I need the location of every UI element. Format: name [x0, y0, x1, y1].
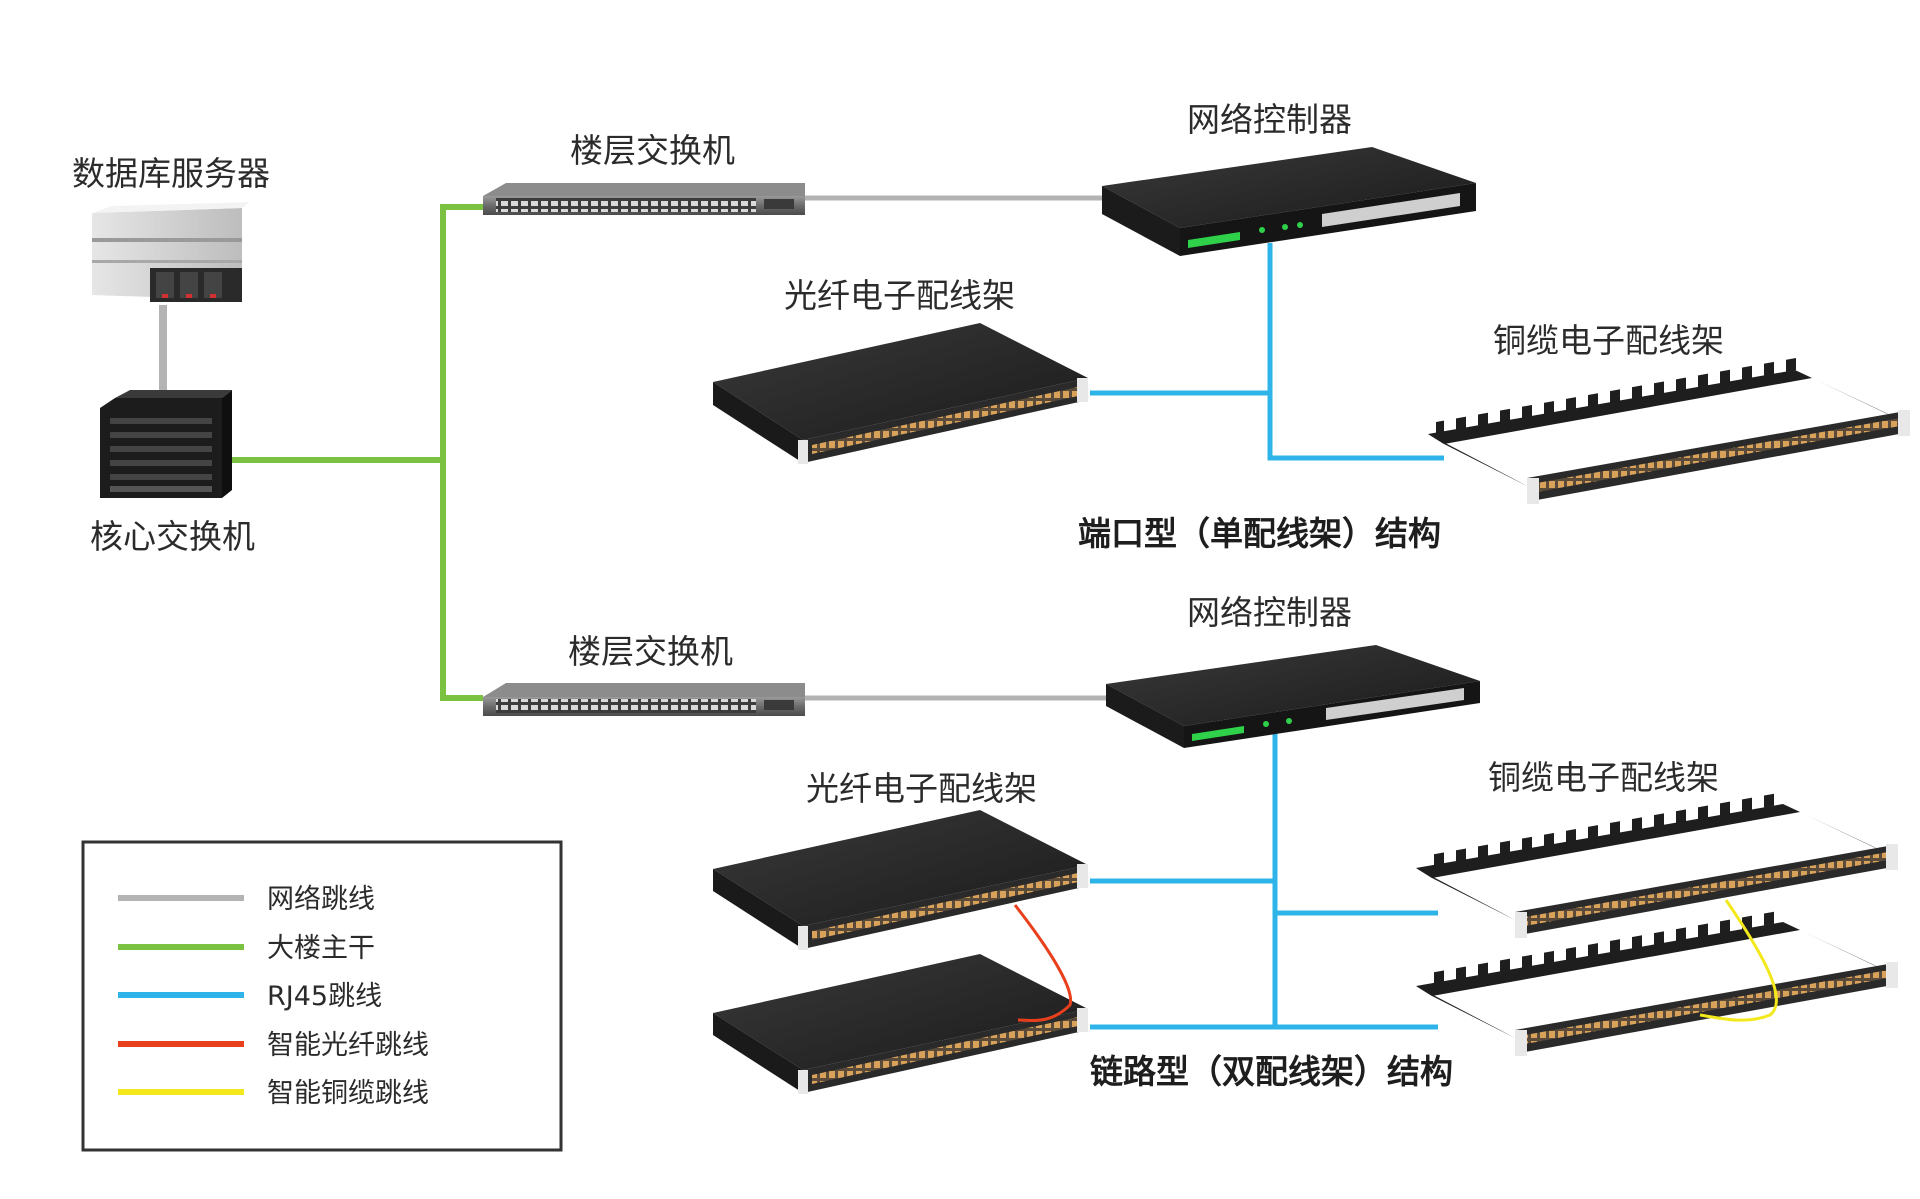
legend-item: 网络跳线 — [118, 884, 375, 915]
net-controller-bottom-icon — [1106, 645, 1480, 748]
legend-item: 智能铜缆跳线 — [118, 1078, 429, 1109]
legend: 网络跳线 大楼主干 RJ45跳线 智能光纤跳线 智能铜缆跳线 — [81, 840, 563, 1152]
port-type-structure-title: 端口型（单配线架）结构 — [1078, 514, 1441, 553]
legend-item: RJ45跳线 — [118, 981, 382, 1012]
core-switch-icon — [100, 390, 232, 498]
backbone-vertical — [440, 204, 483, 701]
fiber-panel-bottom-2-icon — [713, 954, 1088, 1094]
legend-label: RJ45跳线 — [267, 981, 382, 1012]
net-controller-top-icon — [1102, 147, 1476, 256]
link-type-structure-title: 链路型（双配线架）结构 — [1090, 1052, 1453, 1091]
legend-label: 大楼主干 — [267, 933, 375, 964]
legend-label: 网络跳线 — [267, 884, 375, 915]
fiber-panel-bottom-label: 光纤电子配线架 — [806, 769, 1037, 808]
net-controller-bottom-label: 网络控制器 — [1187, 593, 1352, 632]
legend-label: 智能光纤跳线 — [267, 1030, 429, 1061]
legend-item: 大楼主干 — [118, 933, 375, 964]
core-switch-label: 核心交换机 — [90, 517, 255, 556]
rj45-top-vertical — [1267, 243, 1444, 461]
fiber-panel-top-label: 光纤电子配线架 — [784, 276, 1015, 315]
db-server-icon — [92, 202, 250, 302]
copper-panel-top-icon — [1428, 358, 1910, 504]
copper-panel-bottom-label: 铜缆电子配线架 — [1488, 758, 1719, 797]
fiber-panel-top-icon — [713, 323, 1088, 464]
copper-panel-bottom-2-icon — [1416, 910, 1898, 1056]
connection-lines — [159, 195, 1444, 1030]
legend-label: 智能铜缆跳线 — [267, 1078, 429, 1109]
db-server-label: 数据库服务器 — [72, 154, 270, 193]
smart-copper-patch-line — [1699, 899, 1778, 1022]
floor-switch-top-label: 楼层交换机 — [570, 131, 735, 170]
copper-panel-top-label: 铜缆电子配线架 — [1493, 321, 1724, 360]
floor-switch-top-icon — [483, 183, 805, 215]
smart-fiber-patch-line — [1013, 904, 1073, 1023]
floor-switch-bottom-label: 楼层交换机 — [568, 632, 733, 671]
floor-switch-bottom-icon — [483, 683, 805, 716]
copper-panel-bottom-1-icon — [1416, 792, 1898, 938]
legend-item: 智能光纤跳线 — [118, 1030, 429, 1061]
fiber-panel-bottom-1-icon — [713, 810, 1088, 950]
net-controller-top-label: 网络控制器 — [1187, 100, 1352, 139]
